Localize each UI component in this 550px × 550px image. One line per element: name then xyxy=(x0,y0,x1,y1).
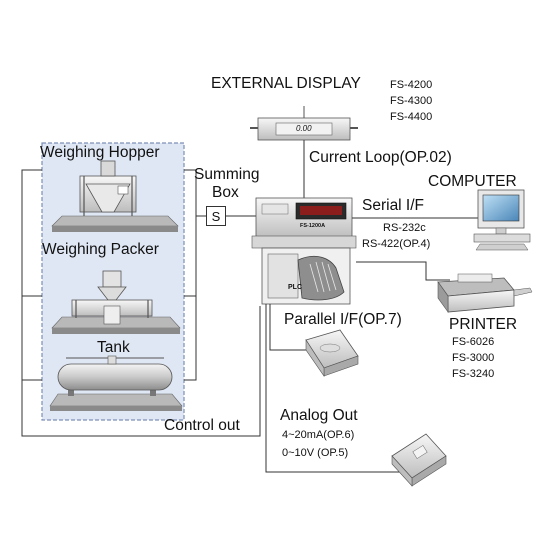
indicator-model-label: FS-1200A xyxy=(300,223,326,229)
control-out-label: Control out xyxy=(164,417,240,434)
tank-illustration xyxy=(49,355,183,411)
analog-voltage-label: 0~10V (OP.5) xyxy=(282,447,349,459)
printer-label: PRINTER xyxy=(449,316,518,333)
external-display-model-1: FS-4200 xyxy=(390,79,433,91)
external-display-title: EXTERNAL DISPLAY xyxy=(211,75,361,92)
printer-model-2: FS-3000 xyxy=(452,352,495,364)
summing-box-symbol: S xyxy=(211,208,221,224)
analog-out-label: Analog Out xyxy=(280,407,358,424)
parallel-interface-label: Parallel I/F(OP.7) xyxy=(284,311,402,328)
printer-model-1: FS-6026 xyxy=(452,336,495,348)
weighing-hopper-label: Weighing Hopper xyxy=(40,144,160,161)
analog-current-label: 4~20mA(OP.6) xyxy=(282,429,355,441)
weighing-packer-label: Weighing Packer xyxy=(42,241,159,258)
small-printer-device xyxy=(305,329,359,377)
rs422-label: RS-422(OP.4) xyxy=(362,238,431,250)
serial-interface-label: Serial I/F xyxy=(362,197,425,214)
rs232-label: RS-232c xyxy=(383,222,426,234)
scale-bracket-lines xyxy=(21,169,261,437)
summing-box: S xyxy=(206,206,226,226)
indicator-device xyxy=(251,197,357,305)
summing-box-label-line2: Box xyxy=(212,184,239,201)
computer-label: COMPUTER xyxy=(428,173,517,190)
weighing-packer-illustration xyxy=(51,270,181,334)
printer-model-3: FS-3240 xyxy=(452,368,495,380)
external-display-model-2: FS-4300 xyxy=(390,95,433,107)
computer-device xyxy=(473,189,531,251)
analog-meter-device xyxy=(391,433,447,487)
external-display-device xyxy=(250,106,358,141)
summing-box-label-line1: Summing xyxy=(194,166,260,183)
external-display-model-3: FS-4400 xyxy=(390,111,433,123)
tank-label: Tank xyxy=(97,339,130,356)
current-loop-label: Current Loop(OP.02) xyxy=(309,149,452,166)
external-display-readout: 0.00 xyxy=(296,124,312,133)
weighing-hopper-illustration xyxy=(51,160,179,232)
plc-label: PLC xyxy=(288,284,302,291)
printer-device xyxy=(437,273,533,313)
